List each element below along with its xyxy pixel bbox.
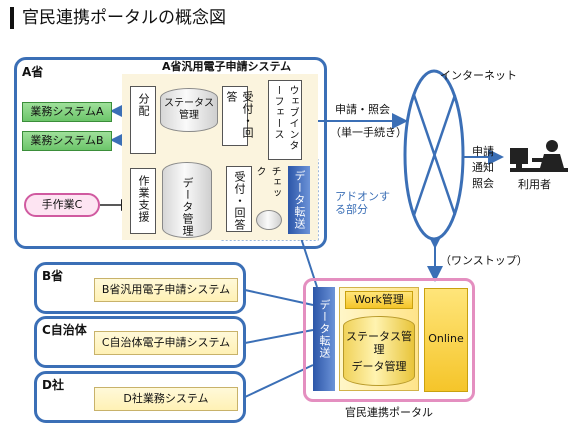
d-company-frame [34,371,246,423]
portal-frame [303,278,475,402]
status-mgmt-label: ステータス管理 [164,98,214,121]
business-system-b: 業務システムB [22,131,112,151]
c-municipality-frame [34,316,246,368]
a-data-transfer-label: データ転送 [293,170,306,230]
b-system-box: B省汎用電子申請システム [94,278,238,302]
d-system-box: D社業務システム [94,387,238,411]
reception-label-1: 受付・回答 [225,91,254,139]
portal-label: 官民連携ポータル [345,406,433,419]
a-ministry-frame [14,57,327,249]
reception-box-1: 受付・回答 [222,86,254,146]
online-label: Online [428,332,464,345]
distribute-label: 分配 [137,93,150,117]
check-label: チェック [254,166,280,199]
c-link [244,329,314,344]
data-mgmt-label: データ管理 [181,177,194,237]
user-action-notify: 通知 [472,161,494,174]
d-link [244,364,314,398]
addon-label: アドオンする部分 [335,190,390,216]
work-support-label: 作業支援 [137,175,150,223]
c-system-box: C自治体電子申請システム [94,331,238,355]
data-db-cylinder: データ管理 [162,162,212,238]
check-db-cylinder [256,210,282,230]
user-label: 利用者 [518,178,551,191]
internet-label: インターネット [440,69,517,82]
portal-db-cylinder [343,316,415,386]
business-system-a: 業務システムA [22,102,112,122]
portal-data-transfer-box: データ転送 [313,287,335,391]
user-action-inquiry: 照会 [472,177,494,190]
portal-data-mgmt-label: データ管理 [351,360,407,373]
web-interface-label: ウェブインターフェース [272,85,298,151]
portal-data-transfer-label: データ転送 [318,299,331,359]
a-ministry-label: A省 [22,65,44,79]
work-mgmt-box: Work管理 [345,291,413,309]
d-company-label: D社 [42,378,64,392]
page-title: 官民連携ポータルの概念図 [10,7,226,29]
user-action-apply: 申請 [472,145,494,158]
apply-inquiry-label: 申請・照会 [335,103,390,116]
user-at-pc-icon [510,140,568,172]
reception-label-2: 受付・回答 [233,171,246,231]
b-link [244,289,314,306]
b-ministry-frame [34,262,246,314]
web-interface-box: ウェブインターフェース [268,80,302,160]
a-data-transfer-box: データ転送 [288,166,310,234]
reception-box-2: 受付・回答 [226,166,252,232]
manual-work-c: 手作業C [24,193,100,217]
a-system-title: A省汎用電子申請システム [162,60,292,73]
portal-status-mgmt-label: ステータス管理 [346,330,412,356]
online-box: Online [424,288,468,392]
b-ministry-label: B省 [42,269,64,283]
c-municipality-label: C自治体 [42,323,87,337]
work-support-box: 作業支援 [130,168,156,234]
internet-x-2 [412,94,457,216]
status-db-cylinder: ステータス管理 [160,88,218,132]
distribute-box: 分配 [130,86,156,154]
user-actions: 申請 通知 照会 [472,144,494,192]
check-area: チェック [252,166,280,206]
one-stop-label: （ワンストップ） [440,254,528,267]
single-procedure-label: （単一手続き） [330,126,407,139]
